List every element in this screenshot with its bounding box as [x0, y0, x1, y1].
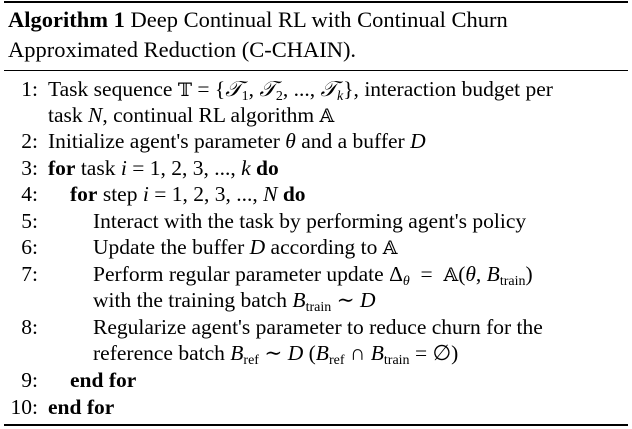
line-text: for step i = 1, 2, 3, ..., N do [70, 182, 306, 206]
title-rule [4, 70, 628, 71]
line-text: Regularize agent's parameter to reduce c… [93, 315, 543, 339]
line-text: Perform regular parameter update Δθ = 𝔸(… [93, 262, 533, 289]
line-text: Initialize agent's parameter θ and a buf… [48, 129, 426, 153]
line-text: task N, continual RL algorithm 𝔸 [48, 103, 335, 127]
line-text: for task i = 1, 2, 3, ..., k do [48, 156, 279, 180]
line-number: 4: [21, 182, 38, 206]
line-number: 8: [21, 315, 38, 339]
line-text: reference batch Bref ∼ D (Bref ∩ Btrain … [93, 341, 459, 368]
line-number: 10: [10, 395, 38, 419]
top-rule [4, 1, 628, 3]
line-number: 2: [21, 129, 38, 153]
algorithm-label: Algorithm 1 [8, 7, 125, 32]
algorithm-title-text: Deep Continual RL with Continual Churn A… [8, 7, 508, 62]
line-number: 3: [21, 156, 38, 180]
line-number: 7: [21, 262, 38, 286]
line-number: 6: [21, 235, 38, 259]
line-text: with the training batch Btrain ∼ D [93, 288, 376, 315]
line-text: Update the buffer D according to 𝔸 [93, 235, 398, 259]
line-text: Task sequence 𝕋 = {𝒯1, 𝒯2, ..., 𝒯k}, int… [48, 77, 553, 104]
line-number: 5: [21, 209, 38, 233]
line-text: end for [48, 395, 115, 419]
bottom-rule [4, 424, 628, 426]
line-text: Interact with the task by performing age… [93, 209, 527, 233]
algorithm-title: Algorithm 1 Deep Continual RL with Conti… [8, 5, 626, 65]
line-number: 9: [21, 368, 38, 392]
line-text: end for [70, 368, 137, 392]
line-number: 1: [21, 77, 38, 101]
